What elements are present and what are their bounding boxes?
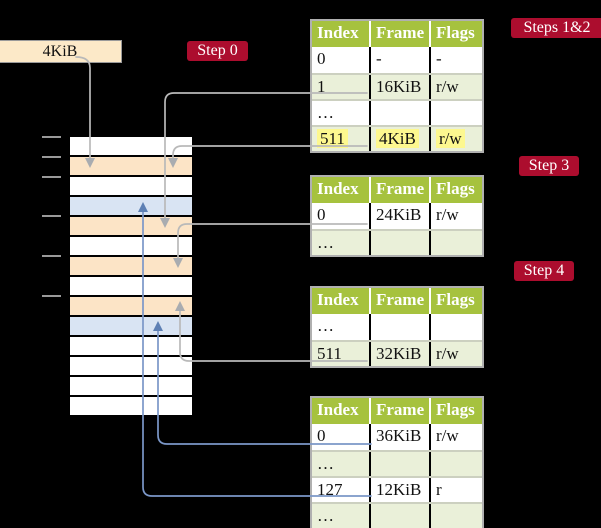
highlighted-value: 4KiB (376, 129, 419, 148)
table-cell: r/w (429, 127, 482, 151)
table-cell: … (317, 233, 334, 252)
memory-frame-row-2 (70, 175, 192, 195)
table-cell (429, 504, 482, 528)
table-header-cell: Frame (369, 21, 429, 47)
table-cell: - (369, 47, 429, 73)
table-cell: … (317, 103, 334, 122)
page-size-label: 4KiB (42, 42, 78, 60)
memory-frame-row-8 (70, 295, 192, 315)
table-cell (369, 504, 429, 528)
memory-frame-row-10 (70, 335, 192, 355)
address-tick (42, 215, 61, 217)
badge-step-3: Step 3 (519, 156, 579, 176)
table-header-cell: Frame (369, 177, 429, 203)
table-cell: 511 (317, 344, 342, 363)
address-tick (42, 295, 61, 297)
address-tick (42, 156, 61, 158)
table-cell: r/w (429, 75, 482, 99)
table-cell (369, 314, 429, 340)
memory-frame-row-4 (70, 215, 192, 235)
table-cell (429, 452, 482, 476)
table-cell: 4KiB (369, 127, 429, 151)
address-tick (42, 255, 61, 257)
table-cell (429, 231, 482, 255)
table-row: … (312, 229, 482, 255)
table-cell: 32KiB (369, 342, 429, 366)
table-row: 511 4KiB r/w (312, 125, 482, 151)
memory-frame-row-12 (70, 375, 192, 395)
table-cell: r (429, 478, 482, 502)
table-header-cell: Frame (369, 288, 429, 314)
badge-steps-1-2: Steps 1&2 (511, 18, 601, 38)
page-size-box: 4KiB (0, 40, 122, 63)
table-cell: 511 (312, 127, 369, 151)
table-cell (429, 101, 482, 125)
table-cell (369, 231, 429, 255)
table-header-cell: Index (317, 400, 359, 419)
memory-frame-row-1 (70, 155, 192, 175)
table-row: … (312, 502, 482, 528)
table-cell (369, 452, 429, 476)
table-header-cell: Index (317, 290, 359, 309)
table-cell: r/w (429, 203, 482, 229)
memory-frame-row-3 (70, 195, 192, 215)
highlighted-value: 511 (317, 129, 348, 148)
table-cell: r/w (429, 342, 482, 366)
memory-frame-row-11 (70, 355, 192, 375)
table-cell: 36KiB (369, 424, 429, 450)
table-cell: 24KiB (369, 203, 429, 229)
memory-frame-row-13 (70, 395, 192, 415)
table-cell: 12KiB (369, 478, 429, 502)
highlighted-value: r/w (436, 129, 465, 148)
table-cell (369, 101, 429, 125)
table-cell: 127 (317, 480, 343, 499)
table-cell: 0 (317, 426, 326, 445)
memory-frame-row-0 (70, 137, 192, 155)
memory-frame-row-6 (70, 255, 192, 275)
table-cell: 0 (317, 49, 326, 68)
table-header-cell: Flags (429, 21, 482, 47)
memory-frame-row-5 (70, 235, 192, 255)
badge-step-0: Step 0 (187, 41, 248, 61)
table-cell: 0 (317, 205, 326, 224)
table-row: 0 -- (312, 47, 482, 73)
table-cell: r/w (429, 424, 482, 450)
table-cell (429, 314, 482, 340)
table-row: … (312, 99, 482, 125)
table-cell: … (317, 316, 334, 335)
memory-frame-row-7 (70, 275, 192, 295)
table-header-cell: Flags (429, 288, 482, 314)
memory-strip (70, 137, 192, 415)
address-tick (42, 176, 61, 178)
address-tick (42, 136, 61, 138)
memory-frame-row-9 (70, 315, 192, 335)
table-header-cell: Index (317, 179, 359, 198)
table-cell: … (317, 506, 334, 525)
table-header-cell: Index (317, 23, 359, 42)
table-cell: 1 (317, 77, 326, 96)
table-row: … (312, 450, 482, 476)
table-cell: - (429, 47, 482, 73)
table-header-cell: Frame (369, 398, 429, 424)
table-header-cell: Flags (429, 177, 482, 203)
badge-step-4: Step 4 (514, 261, 574, 281)
table-cell: 16KiB (369, 75, 429, 99)
table-cell: … (317, 454, 334, 473)
table-header-cell: Flags (429, 398, 482, 424)
table-row: … (312, 314, 482, 340)
